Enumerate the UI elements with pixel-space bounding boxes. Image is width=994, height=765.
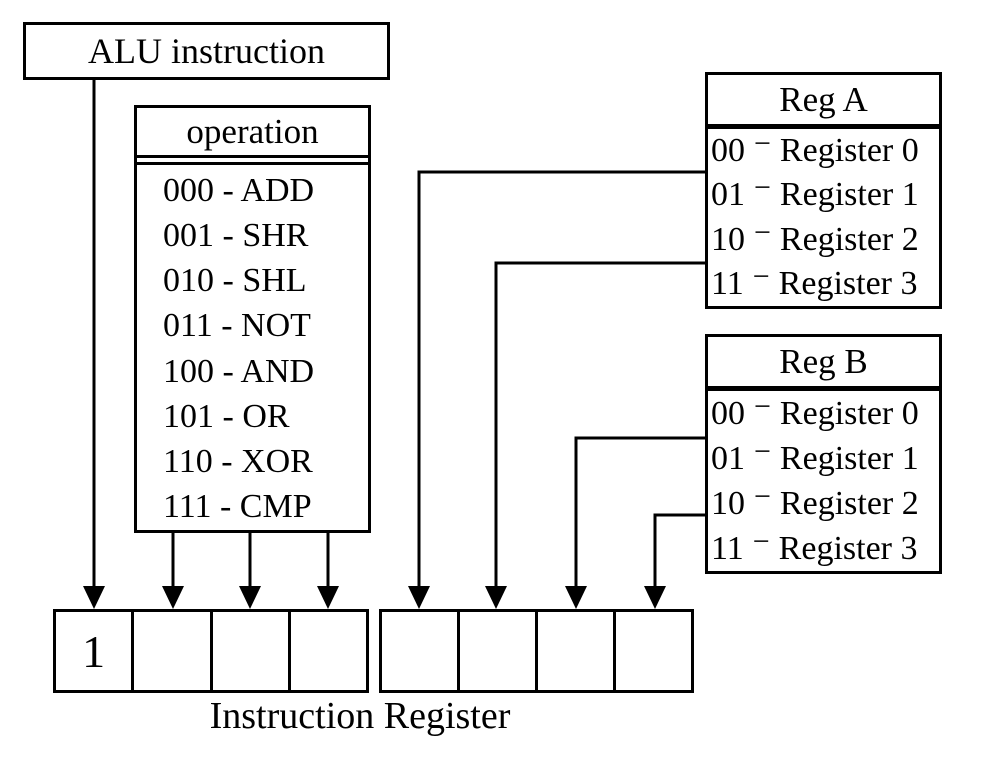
reg-b-row: 00−Register 0 [711,389,939,436]
ir-cell-5 [460,612,538,690]
ir-cell-3 [291,612,366,690]
reg-a-table: Reg A 00−Register 0 01−Register 1 10−Reg… [705,72,942,309]
ir-cell-1 [134,612,213,690]
reg-code: 01 [711,439,745,477]
reg-a-header-label: Reg A [779,79,868,119]
operation-table-body: 000 - ADD 001 - SHR 010 - SHL 011 - NOT … [137,165,368,530]
instruction-register-left-cells: 1 [53,609,369,693]
ir-cell-2 [213,612,291,690]
reg-code: 01 [711,176,745,214]
operation-row: 111 - CMP [163,488,312,526]
ir-cell-0: 1 [56,612,135,690]
reg-name: Register 3 [778,264,918,302]
arrow-head-op-bit2 [317,586,339,609]
arrow-head-regb-bit1 [644,586,666,609]
instruction-register-label: Instruction Register [209,695,511,737]
arrow-head-op-bit1 [239,586,261,609]
arrow-head-rega-bit0 [408,586,430,609]
instruction-register-right-cells [379,609,694,693]
reg-name: Register 3 [778,529,918,567]
reg-code: 00 [711,132,745,170]
dash-separator: − [754,389,771,423]
reg-name: Register 1 [779,176,919,214]
reg-a-row: 10−Register 2 [711,215,939,262]
dash-separator: − [754,434,771,468]
reg-code: 10 [711,484,745,522]
arrow-line-rega-bit1 [494,261,705,590]
reg-a-row: 01−Register 1 [711,171,939,217]
reg-name: Register 2 [779,220,919,258]
operation-row: 001 - SHR [163,216,309,254]
ir-cell-7 [616,612,691,690]
ir-cell-4 [382,612,460,690]
reg-b-header: Reg B [708,337,939,391]
arrow-head-regb-bit0 [565,586,587,609]
reg-a-header: Reg A [708,75,939,129]
arrow-head-op-bit0 [162,586,184,609]
reg-code: 00 [711,394,745,432]
alu-instruction-box: ALU instruction [23,22,390,80]
ir-cell-6 [538,612,616,690]
reg-b-row: 01−Register 1 [711,434,939,481]
dash-separator: − [754,127,771,161]
reg-a-row: 00−Register 0 [711,127,939,173]
operation-row: 100 - AND [163,352,315,390]
arrow-line-rega-bit0 [417,170,705,590]
operation-row: 101 - OR [163,397,290,435]
alu-instruction-label: ALU instruction [88,31,325,71]
dash-separator: − [752,524,770,558]
operation-row: 010 - SHL [163,262,307,300]
reg-name: Register 1 [779,439,919,477]
operation-header-label: operation [186,111,319,151]
operation-row: 011 - NOT [163,307,311,345]
operation-row: 000 - ADD [163,171,315,209]
arrow-line-regb-bit1 [653,513,705,590]
dash-separator: − [754,171,771,205]
reg-b-table: Reg B 00−Register 0 01−Register 1 10−Reg… [705,334,942,574]
reg-b-row: 10−Register 2 [711,479,939,526]
reg-name: Register 2 [779,484,919,522]
reg-code: 11 [711,264,744,302]
reg-code: 11 [711,529,744,567]
reg-b-body: 00−Register 0 01−Register 1 10−Register … [708,389,939,571]
reg-code: 10 [711,220,745,258]
dash-separator: − [754,215,771,249]
dash-separator: − [752,259,770,293]
reg-name: Register 0 [779,394,919,432]
dash-separator: − [754,479,771,513]
reg-name: Register 0 [779,132,919,170]
arrow-head-alu-flag [83,586,105,609]
reg-a-row: 11−Register 3 [711,259,939,306]
reg-b-row: 11−Register 3 [711,524,939,571]
reg-b-header-label: Reg B [779,341,868,381]
reg-a-body: 00−Register 0 01−Register 1 10−Register … [708,127,939,306]
operation-row: 110 - XOR [163,443,313,481]
operation-table-header: operation [137,108,368,165]
arrow-line-regb-bit0 [574,436,705,590]
arrow-head-rega-bit1 [485,586,507,609]
operation-table: operation 000 - ADD 001 - SHR 010 - SHL … [134,105,371,533]
